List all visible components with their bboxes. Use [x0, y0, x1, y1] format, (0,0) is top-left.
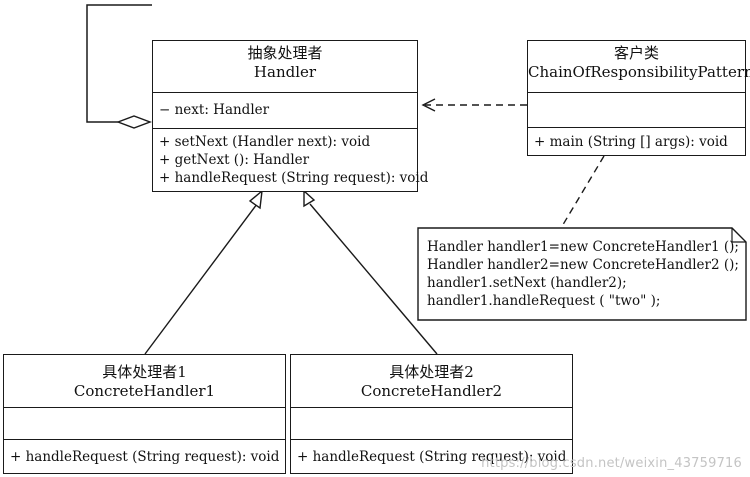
aggregation-line — [86, 4, 152, 123]
concrete-handler2-title-en: ConcreteHandler2 — [360, 382, 503, 400]
concrete-handler1-attributes — [4, 407, 285, 439]
client-code-note: Handler handler1=new ConcreteHandler1 ()… — [420, 230, 739, 318]
watermark-text: https://blog.csdn.net/weixin_43759716 — [481, 456, 742, 471]
concrete-handler2-header: 具体处理者2 ConcreteHandler2 — [291, 355, 572, 407]
handler-methods: + setNext (Handler next): void + getNext… — [153, 128, 429, 187]
handler-method-getnext: + getNext (): Handler — [159, 152, 310, 168]
handler-class-box: 抽象处理者 Handler − next: Handler + setNext … — [152, 40, 429, 192]
concrete-handler2-title-cn: 具体处理者2 — [389, 363, 474, 381]
handler-attributes: − next: Handler — [153, 92, 417, 128]
handler-attribute-next: − next: Handler — [159, 102, 270, 118]
aggregation-diamond — [116, 115, 152, 129]
note-fold — [731, 228, 746, 243]
client-title-en: ChainOfResponsibilityPattern — [528, 63, 750, 81]
concrete-handler2-attributes — [291, 407, 572, 439]
handler-title-en: Handler — [253, 63, 317, 81]
concrete-handler1-title-cn: 具体处理者1 — [102, 363, 187, 381]
concrete-handler1-methods: + handleRequest (String request): void — [4, 439, 285, 466]
note-outline — [417, 227, 747, 321]
handler-class-header: 抽象处理者 Handler — [153, 41, 417, 92]
client-class-box: 客户类 ChainOfResponsibilityPattern + main … — [527, 40, 750, 156]
dependency-arrowhead — [421, 98, 436, 112]
note-line-1: Handler handler1=new ConcreteHandler1 ()… — [427, 239, 739, 255]
generalization-line-1 — [144, 203, 258, 355]
concrete-handler2-methods: + handleRequest (String request): void — [291, 439, 572, 466]
note-line-3: handler1.setNext (handler2); — [427, 275, 627, 291]
client-title-cn: 客户类 — [613, 44, 659, 62]
client-method-main: + main (String [] args): void — [534, 134, 728, 150]
generalization-line-2 — [309, 203, 438, 355]
generalization-arrowhead-1 — [248, 189, 263, 210]
note-line-4: handler1.handleRequest ( "two" ); — [427, 293, 661, 309]
note-anchor-line — [560, 155, 605, 229]
handler-title-cn: 抽象处理者 — [247, 44, 323, 62]
note-line-2: Handler handler2=new ConcreteHandler2 ()… — [427, 257, 739, 273]
concrete-handler1-title-en: ConcreteHandler1 — [73, 382, 216, 400]
client-methods: + main (String [] args): void — [528, 127, 745, 151]
concrete-handler1-header: 具体处理者1 ConcreteHandler1 — [4, 355, 285, 407]
concrete-handler1-class-box: 具体处理者1 ConcreteHandler1 + handleRequest … — [3, 354, 286, 474]
client-class-header: 客户类 ChainOfResponsibilityPattern — [528, 41, 750, 92]
concrete-handler2-method-handlerequest: + handleRequest (String request): void — [297, 449, 567, 465]
concrete-handler1-method-handlerequest: + handleRequest (String request): void — [10, 449, 280, 465]
handler-method-setnext: + setNext (Handler next): void — [159, 134, 371, 150]
client-attributes — [528, 92, 745, 127]
concrete-handler2-class-box: 具体处理者2 ConcreteHandler2 + handleRequest … — [290, 354, 573, 474]
generalization-arrowhead-2 — [303, 189, 316, 208]
handler-method-handlerequest: + handleRequest (String request): void — [159, 170, 429, 186]
